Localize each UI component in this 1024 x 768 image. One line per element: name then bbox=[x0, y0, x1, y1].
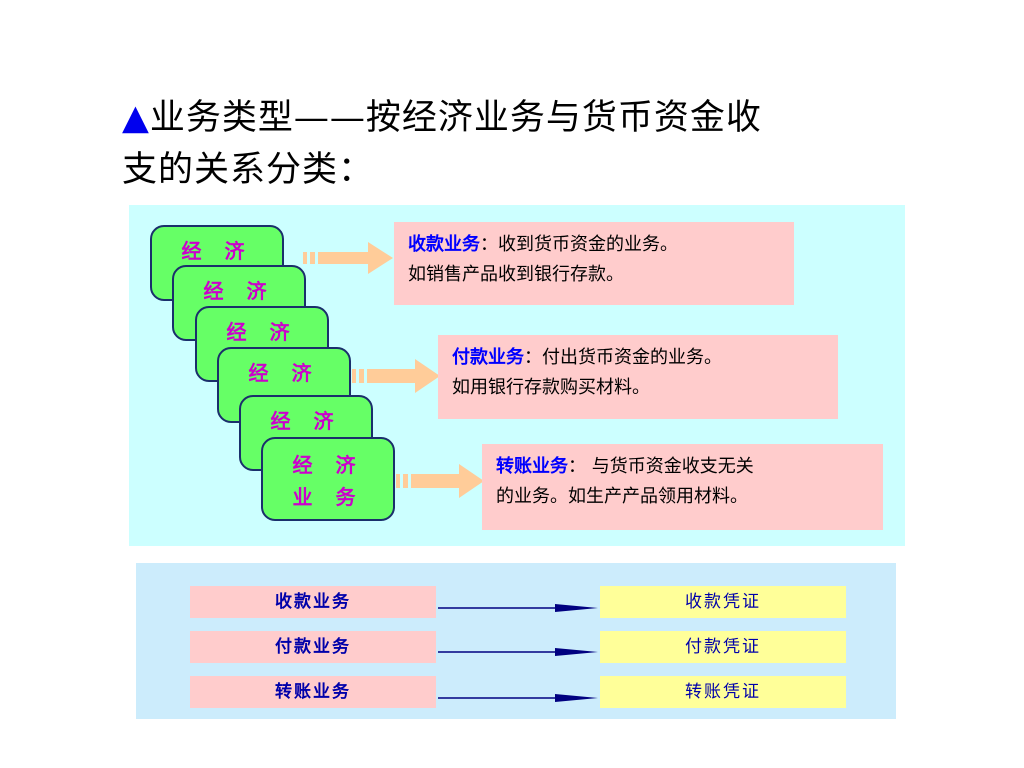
block-arrow-icon bbox=[352, 359, 440, 393]
block-arrow-icon bbox=[396, 464, 484, 498]
business-receipt: 收款业务 bbox=[190, 586, 436, 618]
voucher-transfer: 转账凭证 bbox=[600, 676, 846, 708]
transfer-business-box: 转账业务： 与货币资金收支无关 的业务。如生产产品领用材料。 bbox=[482, 444, 883, 530]
connector-arrow-1 bbox=[438, 604, 598, 612]
business-payment: 付款业务 bbox=[190, 631, 436, 663]
business-transfer: 转账业务 bbox=[190, 676, 436, 708]
block-arrow-icon bbox=[303, 242, 393, 274]
triangle-bullet-icon: ▲ bbox=[122, 98, 150, 138]
voucher-receipt: 收款凭证 bbox=[600, 586, 846, 618]
title-line1: 业务类型——按经济业务与货币资金收 bbox=[149, 98, 762, 138]
economic-business-card: 经 济业 务 bbox=[261, 437, 395, 521]
connector-arrow-2 bbox=[438, 648, 598, 656]
payment-business-box: 付款业务：付出货币资金的业务。 如用银行存款购买材料。 bbox=[438, 335, 838, 419]
voucher-payment: 付款凭证 bbox=[600, 631, 846, 663]
slide-title: ▲业务类型——按经济业务与货币资金收 支的关系分类： bbox=[122, 92, 902, 196]
receipt-business-box: 收款业务：收到货币资金的业务。 如销售产品收到银行存款。 bbox=[394, 222, 794, 305]
title-line2: 支的关系分类： bbox=[122, 150, 375, 190]
connector-arrow-3 bbox=[438, 694, 598, 702]
